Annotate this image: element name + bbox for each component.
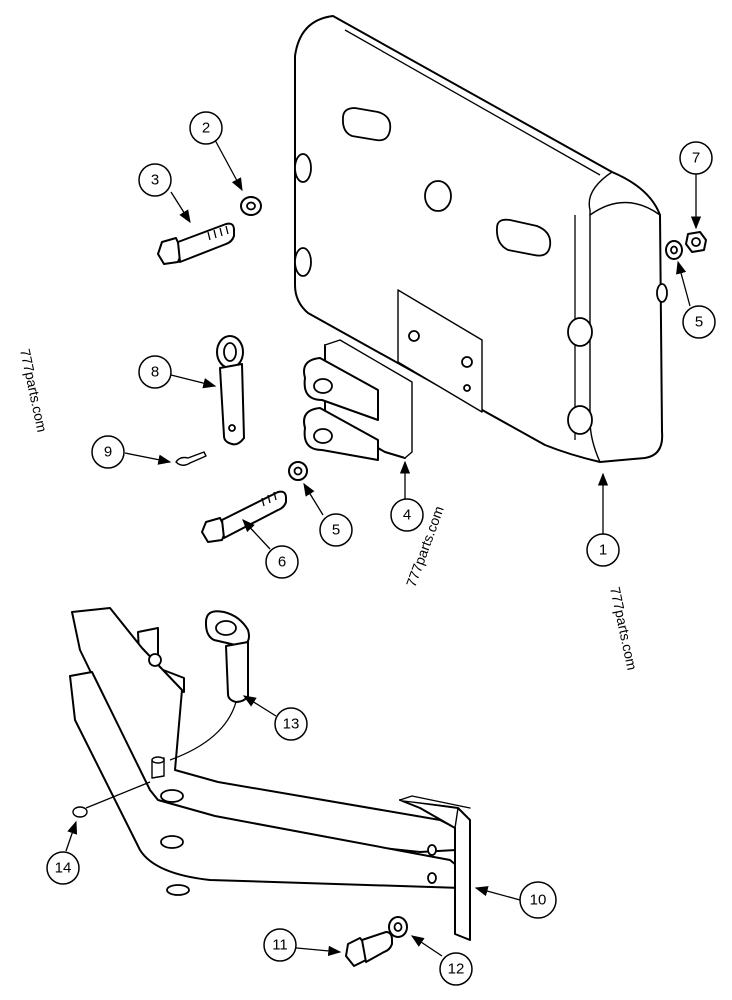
bolt-11: [345, 931, 393, 967]
callout-14: 14: [46, 851, 80, 885]
callout-3: 3: [138, 163, 172, 197]
washer-5-middle: [288, 461, 308, 481]
counterweight: [294, 15, 668, 463]
callout-label: 11: [272, 937, 288, 954]
callout-7: 7: [679, 141, 713, 175]
callout-label: 13: [283, 716, 300, 733]
callout-10: 10: [519, 881, 557, 919]
pin-13: [204, 610, 250, 703]
washer-5-right: [665, 240, 683, 260]
callout-label: 5: [695, 314, 703, 331]
callout-5-middle: 5: [319, 513, 353, 547]
bolt-3: [157, 222, 235, 265]
callout-label: 9: [104, 444, 112, 461]
callout-label: 2: [202, 120, 210, 137]
callout-9: 9: [91, 435, 125, 469]
callout-label: 14: [55, 860, 72, 877]
watermark: 777parts.com: [17, 347, 50, 433]
callout-4: 4: [390, 498, 424, 532]
leader-lines: [65, 139, 702, 957]
callout-label: 8: [151, 364, 159, 381]
clevis-bracket: [303, 339, 413, 461]
cotter-pin-14: [72, 781, 151, 818]
bolt-6: [201, 490, 287, 543]
callout-8: 8: [138, 355, 172, 389]
watermark: 777parts.com: [607, 585, 640, 671]
callout-label: 1: [599, 542, 607, 559]
callout-1: 1: [586, 533, 620, 567]
washer-12: [388, 916, 408, 938]
callout-label: 12: [448, 961, 465, 978]
callout-label: 5: [332, 522, 340, 539]
callout-label: 4: [403, 507, 411, 524]
callout-label: 3: [151, 172, 159, 189]
callout-12: 12: [439, 952, 473, 986]
callout-label: 10: [530, 892, 547, 909]
callout-5-right: 5: [682, 305, 716, 339]
pin-8: [216, 335, 245, 446]
nut-7: [685, 231, 707, 253]
cotter-pin-9: [175, 451, 207, 466]
callout-label: 6: [278, 554, 286, 571]
callout-13: 13: [274, 707, 308, 741]
callout-2: 2: [189, 111, 223, 145]
callout-6: 6: [265, 545, 299, 579]
washer-2: [240, 196, 262, 216]
callout-label: 7: [692, 150, 700, 167]
hitch-drawbar: [69, 607, 471, 941]
callout-11: 11: [263, 928, 297, 962]
